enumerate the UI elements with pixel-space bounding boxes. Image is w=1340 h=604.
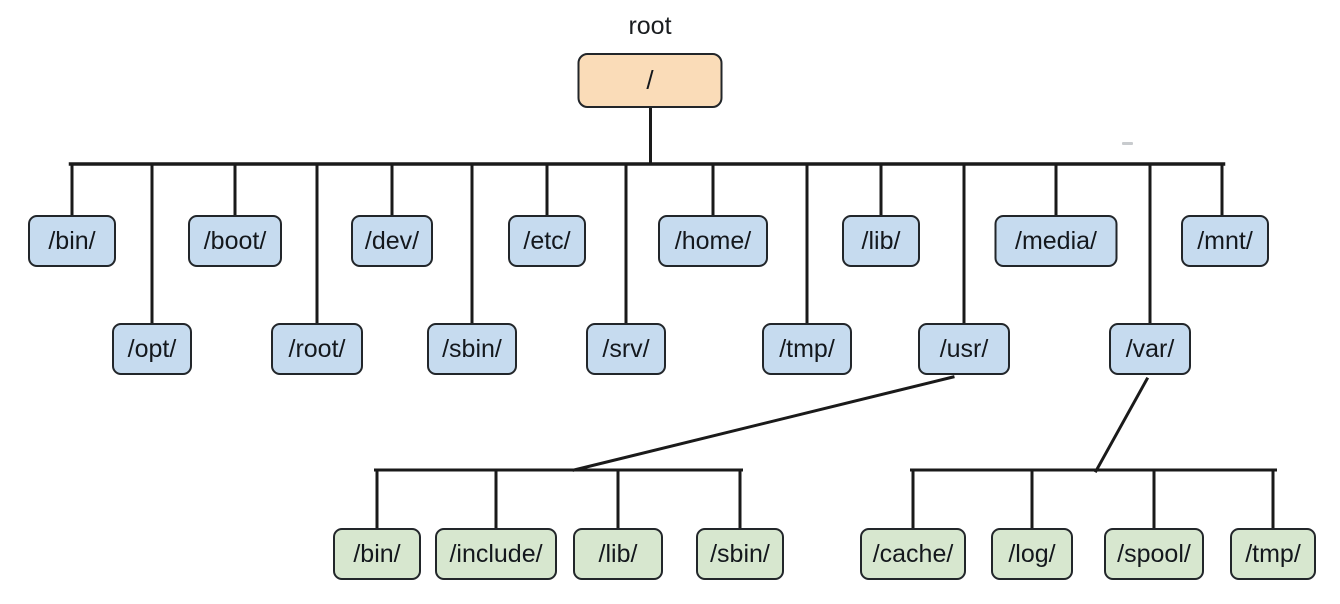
node-var: /var/ [1109, 323, 1191, 375]
usr-branch [374, 375, 955, 532]
node-home: /home/ [658, 215, 768, 267]
level1-lower-drops [150, 162, 1152, 327]
node-var-cache: /cache/ [860, 528, 966, 580]
stray-mark [1122, 142, 1133, 145]
node-usr: /usr/ [918, 323, 1010, 375]
node-mnt: /mnt/ [1181, 215, 1269, 267]
node-srv: /srv/ [586, 323, 666, 375]
level1-upper-drops [70, 162, 1224, 219]
node-dev: /dev/ [351, 215, 433, 267]
node-etc: /etc/ [508, 215, 586, 267]
node-boot: /boot/ [188, 215, 282, 267]
node-usr-include: /include/ [435, 528, 557, 580]
node-var-log: /log/ [991, 528, 1073, 580]
node-var-spool: /spool/ [1104, 528, 1204, 580]
node-usr-sbin: /sbin/ [696, 528, 784, 580]
node-usr-lib: /lib/ [573, 528, 663, 580]
node-bin: /bin/ [28, 215, 116, 267]
node-media: /media/ [994, 215, 1118, 267]
node-usr-bin: /bin/ [333, 528, 421, 580]
node-var-tmp: /tmp/ [1230, 528, 1316, 580]
var-branch [910, 376, 1277, 532]
node-opt: /opt/ [112, 323, 192, 375]
node-tmp: /tmp/ [762, 323, 852, 375]
node-lib: /lib/ [842, 215, 920, 267]
node-root: / [577, 53, 723, 108]
node-root-home: /root/ [271, 323, 363, 375]
node-sbin: /sbin/ [427, 323, 517, 375]
root-caption: root [628, 12, 672, 40]
